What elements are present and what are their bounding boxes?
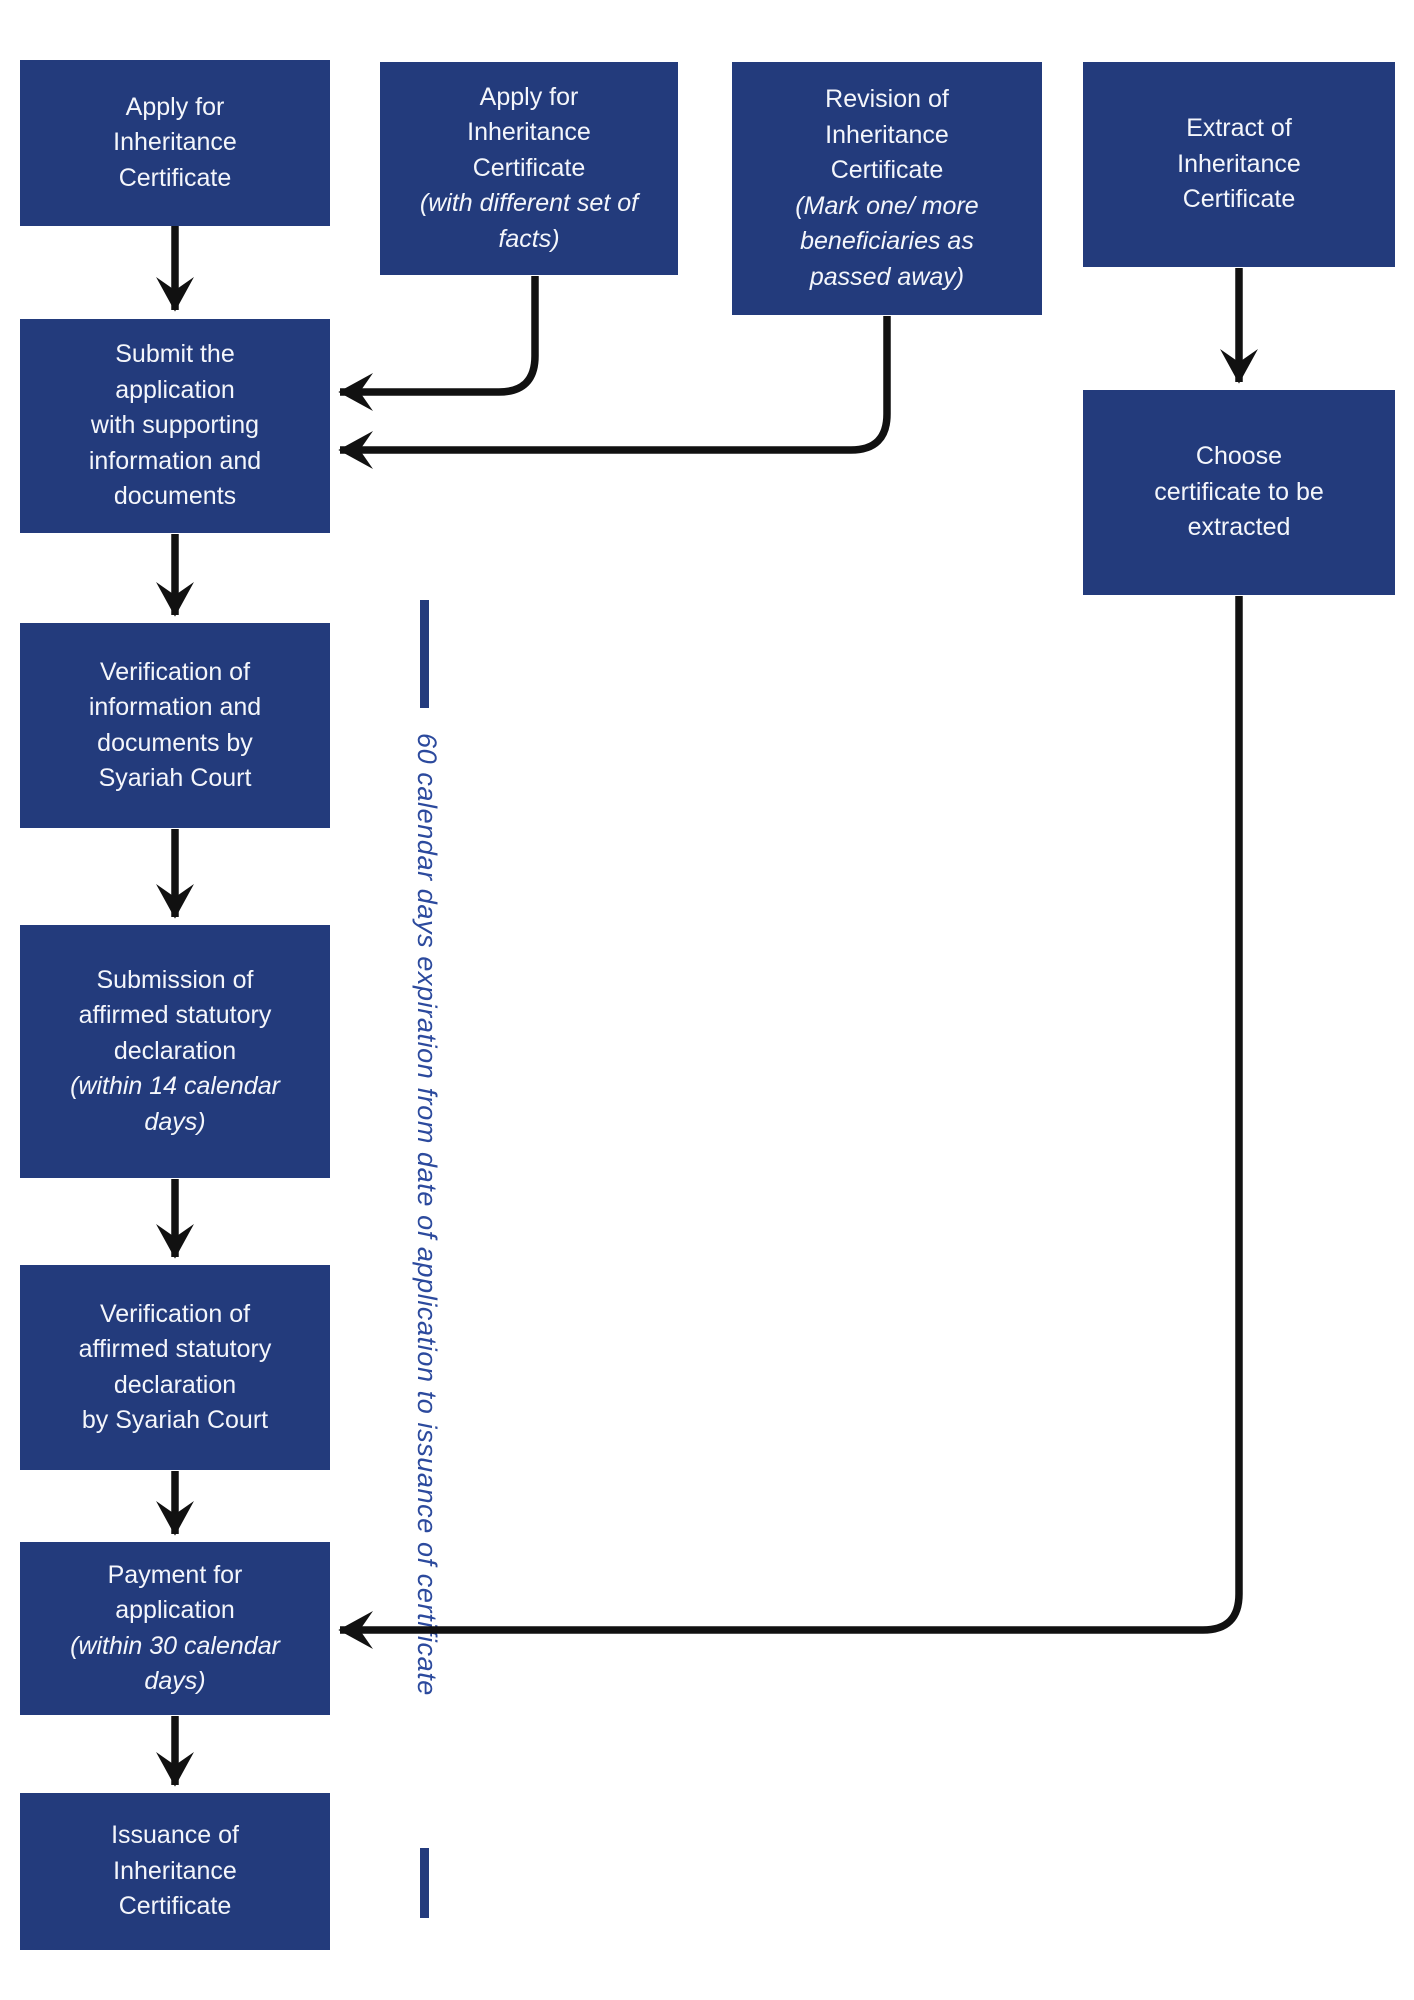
node-text: Revision of Inheritance Certificate (Mar… xyxy=(795,82,978,295)
node-submission-declaration: Submission of affirmed statutory declara… xyxy=(20,925,330,1178)
timeline-segment-bottom xyxy=(420,1848,429,1918)
node-label: Apply for Inheritance Certificate xyxy=(467,82,591,182)
node-label: Revision of Inheritance Certificate xyxy=(825,85,949,184)
node-text: Payment for application (within 30 calen… xyxy=(70,1558,280,1700)
node-text: Choose certificate to be extracted xyxy=(1154,439,1324,546)
arrow-different-facts-to-submit xyxy=(338,276,539,411)
node-label: Verification of affirmed statutory decla… xyxy=(78,1299,272,1435)
node-note: (within 30 calendar days) xyxy=(70,1631,280,1696)
node-verification-declaration: Verification of affirmed statutory decla… xyxy=(20,1265,330,1470)
node-label: Submit the application with supporting i… xyxy=(88,340,262,511)
node-label: Issuance of Inheritance Certificate xyxy=(111,1821,239,1921)
node-note: (with different set of facts) xyxy=(419,189,639,253)
node-text: Submission of affirmed statutory declara… xyxy=(70,963,280,1141)
node-verification-information: Verification of information and document… xyxy=(20,623,330,828)
node-label: Extract of Inheritance Certificate xyxy=(1177,114,1301,214)
node-payment-application: Payment for application (within 30 calen… xyxy=(20,1542,330,1715)
node-text: Apply for Inheritance Certificate xyxy=(113,90,237,197)
node-issuance-certificate: Issuance of Inheritance Certificate xyxy=(20,1793,330,1950)
node-label: Apply for Inheritance Certificate xyxy=(113,92,237,192)
node-apply-different-facts: Apply for Inheritance Certificate (with … xyxy=(380,62,678,275)
node-text: Verification of affirmed statutory decla… xyxy=(79,1297,272,1439)
node-choose-certificate: Choose certificate to be extracted xyxy=(1083,390,1395,595)
node-text: Issuance of Inheritance Certificate xyxy=(111,1818,239,1925)
node-note: (within 14 calendar days) xyxy=(70,1072,280,1136)
node-submit-application: Submit the application with supporting i… xyxy=(20,319,330,533)
node-extract-inheritance-certificate: Extract of Inheritance Certificate xyxy=(1083,62,1395,267)
timeline-segment-top xyxy=(420,600,429,708)
node-label: Submission of affirmed statutory declara… xyxy=(78,965,272,1065)
node-text: Extract of Inheritance Certificate xyxy=(1177,111,1301,218)
arrow-choose-to-payment xyxy=(338,596,1243,1649)
node-text: Verification of information and document… xyxy=(89,655,261,797)
node-text: Apply for Inheritance Certificate (with … xyxy=(420,80,638,258)
node-apply-inheritance-certificate: Apply for Inheritance Certificate xyxy=(20,60,330,226)
timeline-annotation: 60 calendar days expiration from date of… xyxy=(412,733,442,1696)
node-note: (Mark one/ more beneficiaries as passed … xyxy=(795,191,979,291)
node-label: Payment for application xyxy=(107,1560,243,1625)
node-label: Choose certificate to be extracted xyxy=(1154,442,1324,542)
arrow-revision-to-submit xyxy=(338,316,891,469)
node-text: Submit the application with supporting i… xyxy=(89,337,261,515)
node-revision-inheritance-certificate: Revision of Inheritance Certificate (Mar… xyxy=(732,62,1042,315)
node-label: Verification of information and document… xyxy=(88,657,262,793)
